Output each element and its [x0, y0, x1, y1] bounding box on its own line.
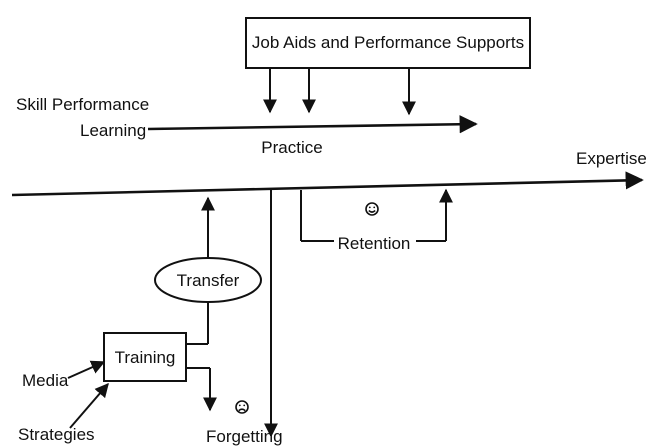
forgetting-label: Forgetting: [206, 427, 283, 446]
learning-arrow: [147, 115, 478, 134]
expertise-label: Expertise: [576, 149, 646, 168]
media-arrow: [67, 360, 106, 379]
retention-label: Retention: [338, 234, 411, 253]
skill-performance-label: Skill Performance: [16, 95, 149, 114]
happy-face-icon: [365, 202, 379, 216]
strategies-label: Strategies: [18, 425, 95, 444]
training-box: [103, 332, 187, 382]
transfer-label: Transfer: [177, 271, 240, 290]
training-label: Training: [115, 348, 176, 367]
strategies-arrow: [69, 382, 109, 429]
expertise-arrow: [11, 171, 644, 197]
learning-label: Learning: [80, 121, 146, 140]
media-label: Media: [22, 371, 69, 390]
job-aids-box: [245, 17, 531, 69]
job-aids-label: Job Aids and Performance Supports: [252, 33, 524, 52]
practice-label: Practice: [261, 138, 322, 157]
sad-face-icon: [235, 400, 249, 414]
